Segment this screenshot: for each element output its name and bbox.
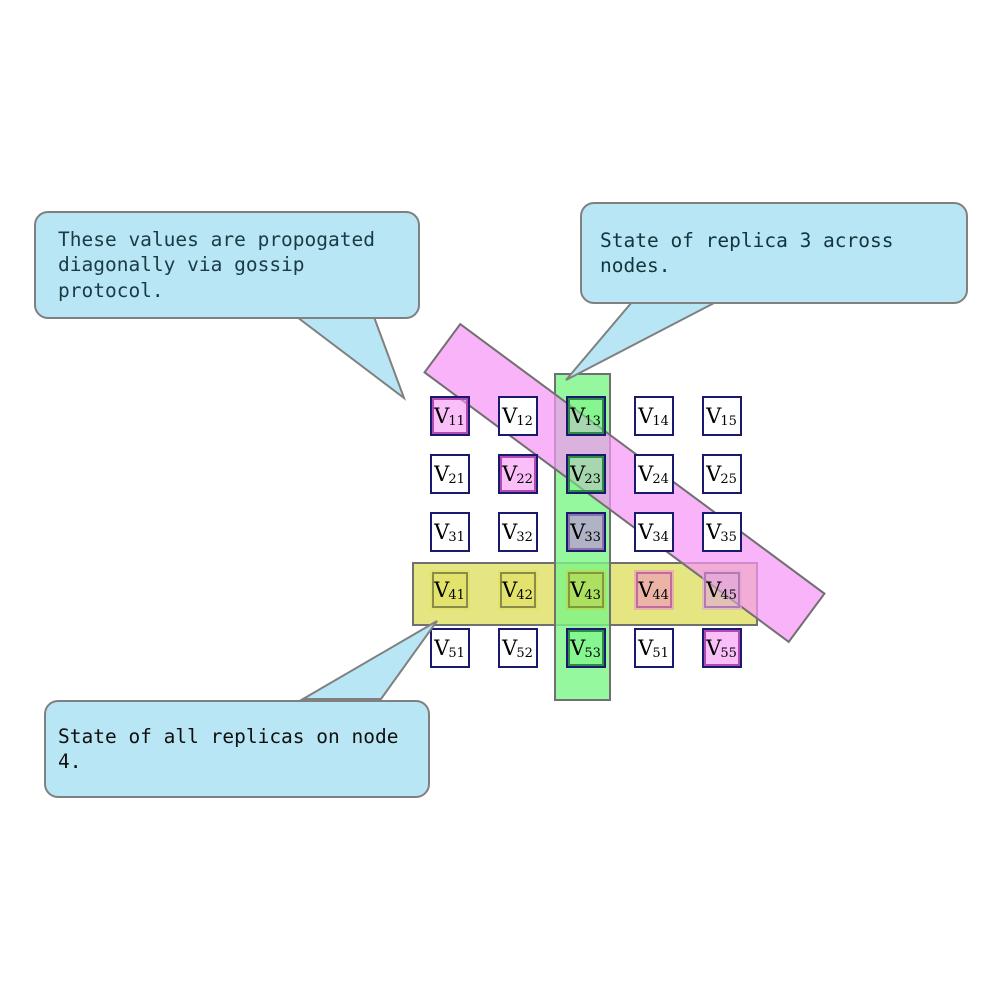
cell-symbol: V <box>638 577 654 602</box>
cell-symbol: V <box>706 635 722 660</box>
cell-subscript: 42 <box>516 587 533 603</box>
cell-subscript: 15 <box>720 413 737 429</box>
cell-symbol: V <box>570 403 586 428</box>
cell-symbol: V <box>434 577 450 602</box>
cell-subscript: 33 <box>584 529 601 545</box>
cell-subscript: 51 <box>652 645 669 661</box>
cell-symbol: V <box>434 635 450 660</box>
cell-subscript: 35 <box>720 529 737 545</box>
cell-subscript: 52 <box>516 645 533 661</box>
callout-tail-node4 <box>299 620 438 700</box>
callout-tail-replica3 <box>565 301 717 381</box>
callout-gossip: These values are propogated diagonally v… <box>34 211 420 319</box>
cell-subscript: 13 <box>584 413 601 429</box>
cell-subscript: 23 <box>584 471 601 487</box>
cell-symbol: V <box>638 635 654 660</box>
cell-symbol: V <box>706 519 722 544</box>
cell-symbol: V <box>638 403 654 428</box>
cell-subscript: 55 <box>720 645 737 661</box>
cell-symbol: V <box>570 519 586 544</box>
cell-symbol: V <box>570 635 586 660</box>
cell-symbol: V <box>502 403 518 428</box>
cell-subscript: 21 <box>448 471 465 487</box>
callout-replica3-text: State of replica 3 across nodes. <box>600 228 894 277</box>
cell-symbol: V <box>434 403 450 428</box>
cell-subscript: 24 <box>652 471 669 487</box>
cell-subscript: 14 <box>652 413 669 429</box>
cell-symbol: V <box>706 577 722 602</box>
cell-symbol: V <box>502 519 518 544</box>
cell-symbol: V <box>638 461 654 486</box>
cell-symbol: V <box>570 461 586 486</box>
cell-symbol: V <box>502 635 518 660</box>
cell-symbol: V <box>502 461 518 486</box>
cell-symbol: V <box>434 461 450 486</box>
cell-symbol: V <box>638 519 654 544</box>
cell-symbol: V <box>706 403 722 428</box>
cell-symbol: V <box>706 461 722 486</box>
cell-subscript: 43 <box>584 587 601 603</box>
cell-subscript: 25 <box>720 471 737 487</box>
cell-symbol: V <box>570 577 586 602</box>
callout-gossip-text: These values are propogated diagonally v… <box>58 227 375 302</box>
callout-replica3: State of replica 3 across nodes. <box>580 202 968 304</box>
cell-subscript: 41 <box>448 587 465 603</box>
cell-subscript: 51 <box>448 645 465 661</box>
cell-symbol: V <box>434 519 450 544</box>
callout-node4-text: State of all replicas on node 4. <box>58 724 399 773</box>
cell-symbol: V <box>502 577 518 602</box>
cell-subscript: 44 <box>652 587 669 603</box>
cell-subscript: 53 <box>584 645 601 661</box>
callout-node4: State of all replicas on node 4. <box>44 700 430 798</box>
cell-subscript: 32 <box>516 529 533 545</box>
cell-subscript: 11 <box>448 413 465 429</box>
cell-subscript: 22 <box>516 471 533 487</box>
cell-subscript: 31 <box>448 529 465 545</box>
cell-subscript: 45 <box>720 587 737 603</box>
cell-subscript: 34 <box>652 529 669 545</box>
callout-tail-gossip <box>294 316 407 401</box>
cell-subscript: 12 <box>516 413 533 429</box>
